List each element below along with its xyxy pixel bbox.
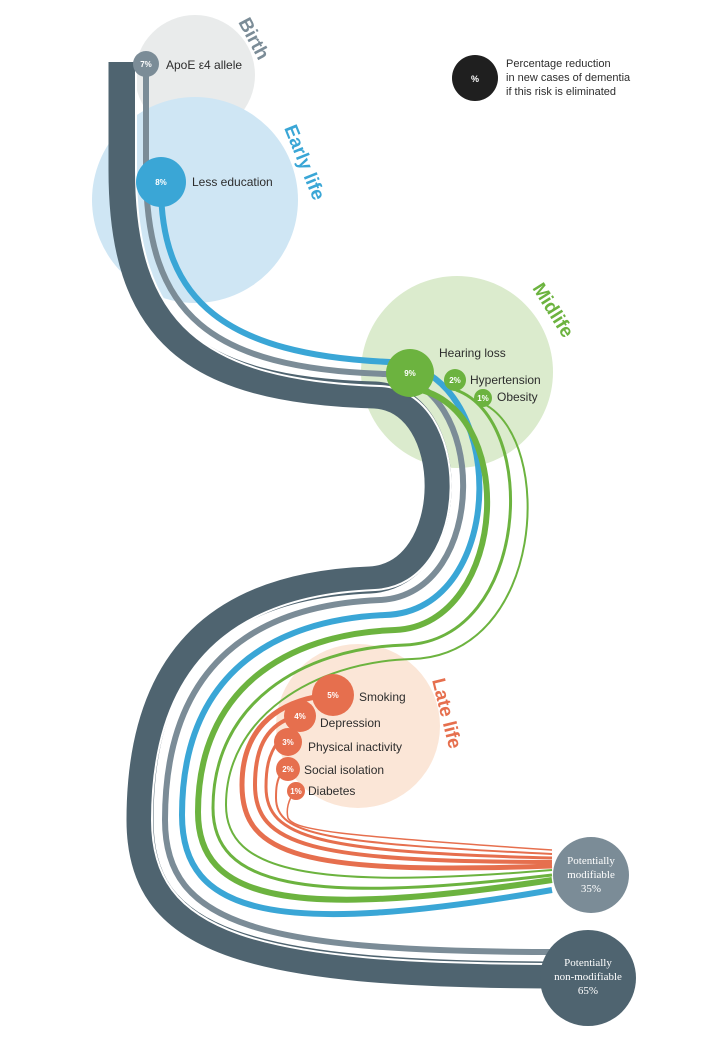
inactivity-pct: 3% [282,738,294,747]
modifiable-line-1: Potentially [567,855,615,867]
apoe-stream [143,68,559,955]
legend-line-1: Percentage reduction [506,58,611,70]
hypertension-label: Hypertension [470,373,541,387]
education-pct-circle [136,157,186,207]
hearing-label: Hearing loss [439,346,506,360]
factor-education: 8% Less education [136,157,273,207]
modifiable-circle [553,837,629,913]
factor-smoking: 5% Smoking [312,674,406,716]
smoking-stream [239,694,553,871]
obesity-stream [224,403,553,879]
depression-pct: 4% [294,712,306,721]
stream-separator [135,62,561,965]
smoking-pct-circle [312,674,354,716]
diabetes-label: Diabetes [308,784,355,798]
smoking-pct: 5% [327,691,339,700]
factor-apoe: 7% ApoE ε4 allele [133,51,242,77]
modifiable-line-3: 35% [581,883,601,895]
education-label: Less education [192,175,273,189]
hearing-pct-circle [386,349,434,397]
factor-inactivity: 3% Physical inactivity [274,728,402,756]
hypertension-pct: 2% [449,376,461,385]
factor-isolation: 2% Social isolation [276,757,384,781]
isolation-stream [274,769,553,855]
apoe-pct-circle [133,51,159,77]
apoe-label: ApoE ε4 allele [166,58,242,72]
depression-pct-circle [284,700,316,732]
obesity-pct: 1% [477,394,489,403]
factor-hearing: 9% Hearing loss [386,346,506,397]
diabetes-pct: 1% [290,787,302,796]
non-modifiable-line-2: non-modifiable [554,971,622,983]
isolation-label: Social isolation [304,763,384,777]
legend-line-2: in new cases of dementia [506,72,631,84]
legend-symbol-circle [452,55,498,101]
inactivity-pct-circle [274,728,302,756]
isolation-pct-circle [276,757,300,781]
modifiable-line-2: modifiable [567,869,615,881]
non-modifiable-line-3: 65% [578,985,598,997]
legend: % Percentage reduction in new cases of d… [452,55,631,101]
obesity-pct-circle [474,389,492,407]
smoking-label: Smoking [359,690,406,704]
non-modifiable-line-1: Potentially [564,957,612,969]
legend-symbol: % [471,74,479,84]
inactivity-label: Physical inactivity [308,740,402,754]
diabetes-pct-circle [287,782,305,800]
obesity-label: Obesity [497,390,538,404]
factor-diabetes: 1% Diabetes [287,782,355,800]
hypertension-stream [211,388,553,890]
diabetes-stream [286,790,553,851]
hypertension-pct-circle [444,369,466,391]
depression-label: Depression [320,716,381,730]
outcome-modifiable: Potentially modifiable 35% [553,837,629,913]
factor-obesity: 1% Obesity [474,389,538,407]
apoe-pct: 7% [140,60,152,69]
education-pct: 8% [155,178,167,187]
legend-line-3: if this risk is eliminated [506,86,616,98]
inactivity-stream [264,741,553,860]
isolation-pct: 2% [282,765,294,774]
hearing-pct: 9% [404,369,416,378]
non-modifiable-circle [540,930,636,1026]
factor-depression: 4% Depression [284,700,381,732]
factor-hypertension: 2% Hypertension [444,369,541,391]
depression-stream [252,716,553,864]
education-stream [158,185,553,918]
non-modifiable-stream [108,62,561,989]
hearing-stream [194,385,553,903]
outcome-non-modifiable: Potentially non-modifiable 65% [540,930,636,1026]
